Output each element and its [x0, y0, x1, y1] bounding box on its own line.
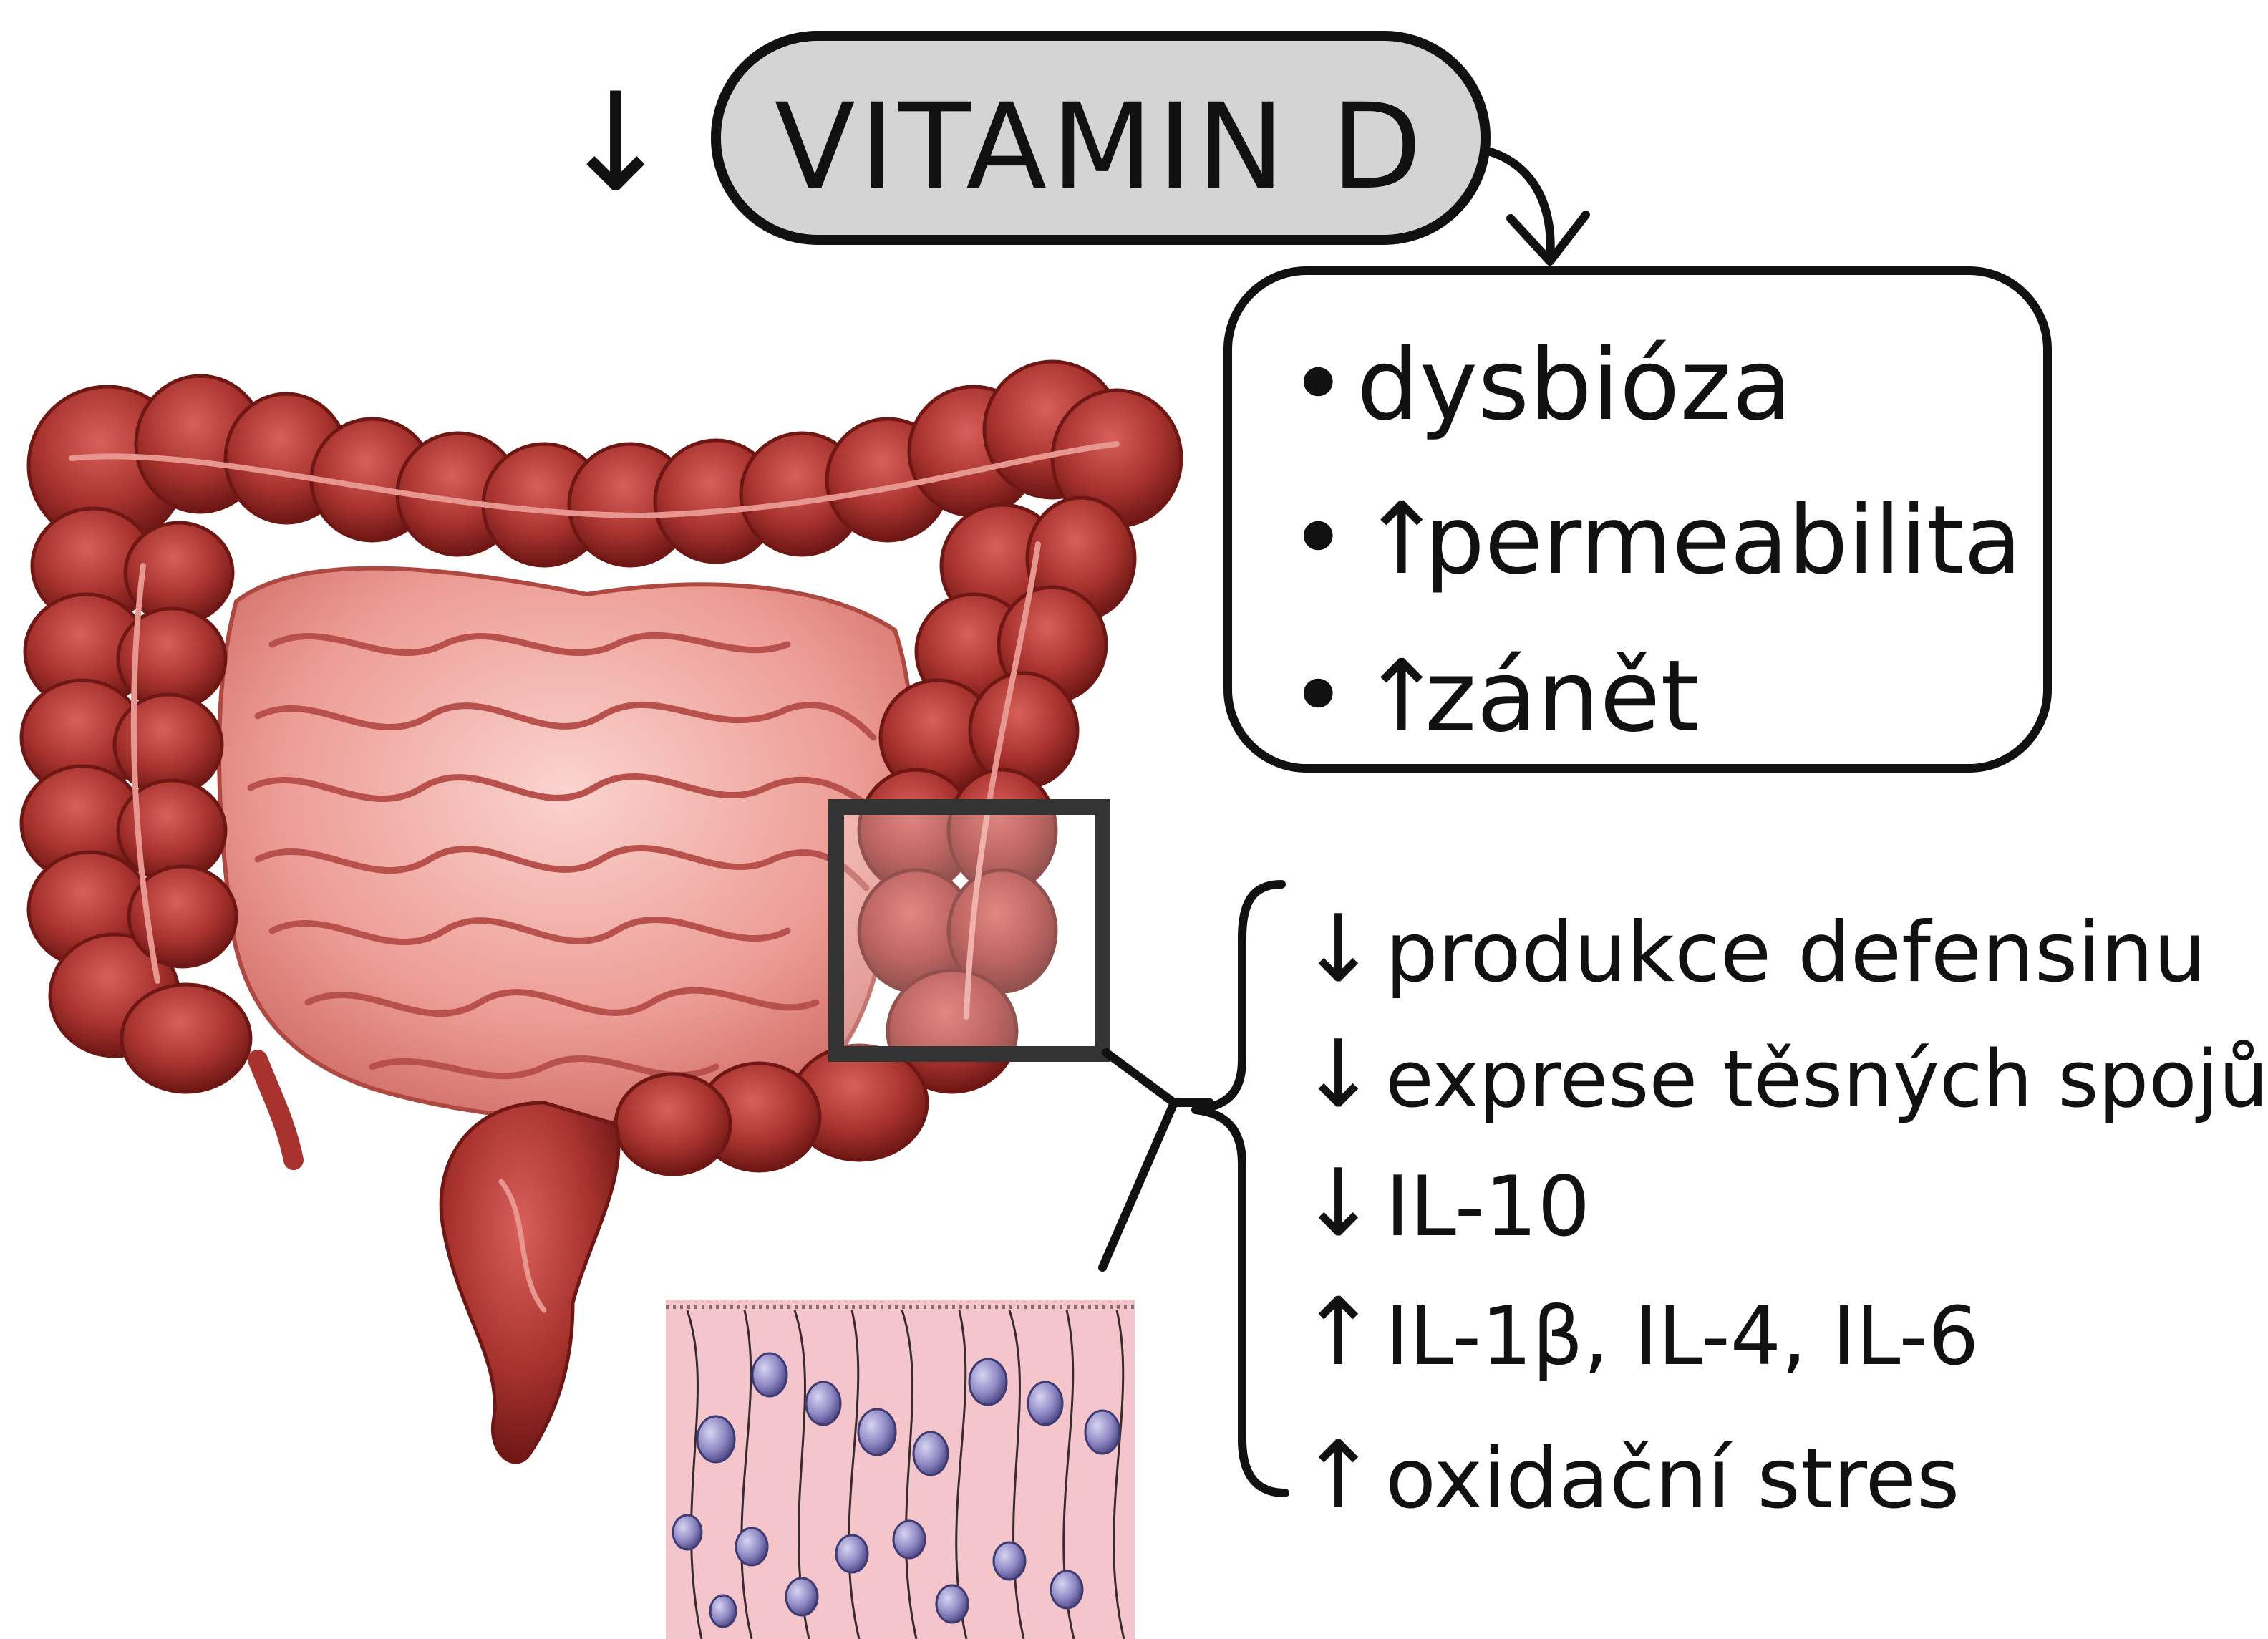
title-down-arrow: ↓ — [558, 64, 672, 222]
effects-item: • ↑ permeabilita — [1289, 480, 2022, 597]
mechanism-item: ↑ IL-1β, IL-4, IL-6 — [1299, 1277, 1979, 1386]
appendix — [258, 1060, 294, 1160]
mechanism-item: ↓ produkce defensinu — [1299, 894, 2206, 1003]
mechanism-text: IL-10 — [1385, 1159, 1590, 1255]
mechanism-arrow: ↓ — [1299, 1149, 1377, 1257]
effects-item-bullet: • — [1289, 327, 1348, 443]
effects-item-text: dysbióza — [1357, 327, 1793, 443]
mechanism-text: oxidační stres — [1385, 1431, 1959, 1527]
curly-brace — [1196, 884, 1285, 1493]
zoom-connector-2 — [1102, 1103, 1174, 1267]
effects-item: • dysbióza — [1289, 327, 1793, 443]
effects-item-bullet: • — [1289, 638, 1348, 755]
mechanism-text: produkce defensinu — [1385, 904, 2206, 1001]
effects-item-text: permeabilita — [1425, 485, 2022, 596]
mechanism-text: IL-1β, IL-4, IL-6 — [1385, 1290, 1979, 1383]
mechanism-item: ↓ IL-10 — [1299, 1149, 1590, 1257]
mechanism-arrow: ↓ — [1299, 1020, 1377, 1128]
mechanism-text: exprese těsných spojů — [1385, 1033, 2268, 1125]
zoom-connector-1 — [1106, 1053, 1174, 1103]
effects-item-bullet: • — [1289, 480, 1348, 597]
mechanism-item: ↑ oxidační stres — [1299, 1421, 1959, 1529]
mechanism-item: ↓ exprese těsných spojů — [1299, 1020, 2268, 1128]
epithelium-tissue — [666, 1300, 1135, 1639]
curved-arrow — [1486, 150, 1551, 258]
effects-box: • dysbióza • ↑ permeabilita • ↑ zánět — [1228, 271, 2048, 768]
effects-item-text: zánět — [1425, 639, 1699, 754]
title-group: ↓ VITAMIN D — [558, 36, 1486, 240]
zoom-box — [836, 807, 1102, 1054]
vitamin-d-label: VITAMIN D — [775, 78, 1426, 216]
mechanism-arrow: ↑ — [1299, 1277, 1377, 1386]
mechanism-arrow: ↓ — [1299, 894, 1377, 1003]
mechanism-arrow: ↑ — [1299, 1421, 1377, 1529]
mechanism-list: ↓ produkce defensinu ↓ exprese těsných s… — [1299, 894, 2268, 1529]
